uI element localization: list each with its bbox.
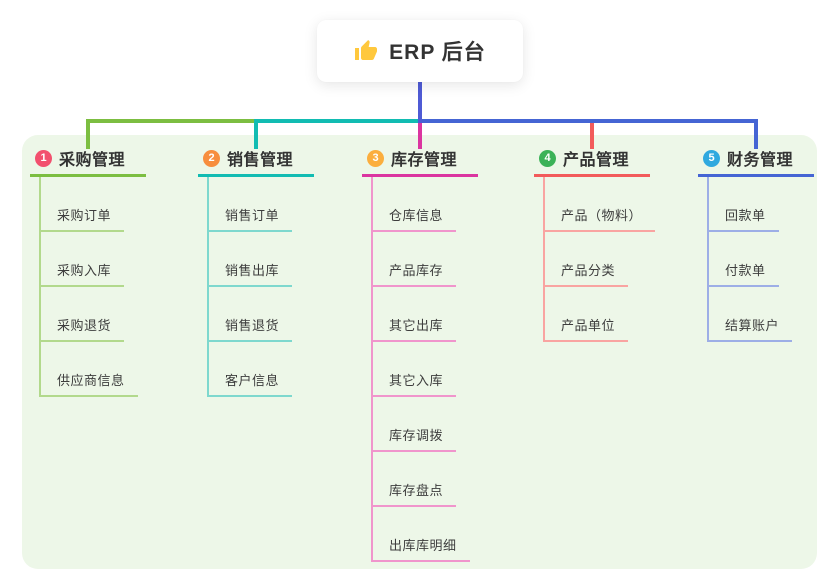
branch-label: 销售管理 (227, 152, 294, 169)
connector-branch-1 (86, 119, 258, 149)
child-node[interactable]: 产品库存 (371, 260, 457, 287)
child-node[interactable]: 仓库信息 (371, 205, 457, 232)
child-node[interactable]: 结算账户 (707, 315, 793, 342)
child-node[interactable]: 销售出库 (207, 260, 293, 287)
child-label: 产品分类 (561, 263, 616, 278)
child-node[interactable]: 产品单位 (543, 315, 629, 342)
branch-label: 库存管理 (391, 152, 458, 169)
child-label: 其它入库 (389, 373, 444, 388)
branch-sales: 2 销售管理 销售订单 销售出库 销售退货 客户信息 (198, 148, 358, 397)
branch-number-badge: 5 (703, 149, 720, 167)
child-label: 客户信息 (225, 373, 280, 388)
child-label: 销售退货 (225, 318, 280, 333)
child-label: 供应商信息 (57, 373, 125, 388)
child-label: 库存盘点 (389, 483, 444, 498)
child-label: 库存调拨 (389, 428, 444, 443)
child-label: 销售订单 (225, 208, 280, 223)
branch-label: 财务管理 (727, 152, 794, 169)
branch-product: 4 产品管理 产品（物料） 产品分类 产品单位 (534, 148, 694, 342)
child-label: 付款单 (725, 263, 766, 278)
child-node[interactable]: 产品分类 (543, 260, 629, 287)
child-node[interactable]: 其它入库 (371, 370, 457, 397)
child-node[interactable]: 采购订单 (39, 205, 125, 232)
child-node[interactable]: 供应商信息 (39, 370, 138, 397)
branch-trunk-line (207, 177, 209, 397)
branch-inventory: 3 库存管理 仓库信息 产品库存 其它出库 其它入库 库存调拨 库存盘点 出库库… (362, 148, 522, 562)
child-node[interactable]: 销售订单 (207, 205, 293, 232)
connector-branch-2 (254, 119, 422, 149)
branch-node[interactable]: 3 库存管理 (362, 148, 478, 177)
branch-trunk-line (707, 177, 709, 342)
branch-node[interactable]: 4 产品管理 (534, 148, 650, 177)
child-label: 结算账户 (725, 318, 780, 333)
branch-number-badge: 3 (367, 149, 384, 167)
branch-finance: 5 财务管理 回款单 付款单 结算账户 (698, 148, 839, 342)
branch-label: 采购管理 (59, 152, 126, 169)
branch-node[interactable]: 5 财务管理 (698, 148, 814, 177)
child-label: 产品单位 (561, 318, 616, 333)
child-label: 出库库明细 (389, 538, 457, 553)
branch-number-badge: 4 (539, 149, 556, 167)
branch-label: 产品管理 (563, 152, 630, 169)
child-label: 采购入库 (57, 263, 112, 278)
child-label: 回款单 (725, 208, 766, 223)
child-node[interactable]: 其它出库 (371, 315, 457, 342)
child-label: 产品库存 (389, 263, 444, 278)
child-label: 其它出库 (389, 318, 444, 333)
child-node[interactable]: 库存盘点 (371, 480, 457, 507)
connector-branch-5 (420, 119, 758, 149)
child-label: 采购订单 (57, 208, 112, 223)
child-node[interactable]: 采购退货 (39, 315, 125, 342)
branch-trunk-line (371, 177, 373, 562)
branch-trunk-line (543, 177, 545, 342)
child-node[interactable]: 出库库明细 (371, 535, 470, 562)
child-label: 产品（物料） (561, 208, 643, 223)
mindmap-panel (22, 135, 817, 569)
child-node[interactable]: 回款单 (707, 205, 779, 232)
child-node[interactable]: 采购入库 (39, 260, 125, 287)
child-node[interactable]: 客户信息 (207, 370, 293, 397)
branch-number-badge: 2 (203, 149, 220, 167)
child-node[interactable]: 付款单 (707, 260, 779, 287)
branch-trunk-line (39, 177, 41, 397)
branch-number-badge: 1 (35, 149, 52, 167)
child-node[interactable]: 库存调拨 (371, 425, 457, 452)
root-node-erp-backend[interactable]: ERP 后台 (317, 20, 523, 82)
connector-lines (86, 82, 758, 149)
branch-node[interactable]: 1 采购管理 (30, 148, 146, 177)
branch-node[interactable]: 2 销售管理 (198, 148, 314, 177)
child-label: 销售出库 (225, 263, 280, 278)
thumbs-up-icon (355, 40, 378, 60)
child-node[interactable]: 产品（物料） (543, 205, 656, 232)
child-label: 采购退货 (57, 318, 112, 333)
child-node[interactable]: 销售退货 (207, 315, 293, 342)
root-node-label: ERP 后台 (389, 41, 486, 64)
branch-purchase: 1 采购管理 采购订单 采购入库 采购退货 供应商信息 (30, 148, 190, 397)
child-label: 仓库信息 (389, 208, 444, 223)
